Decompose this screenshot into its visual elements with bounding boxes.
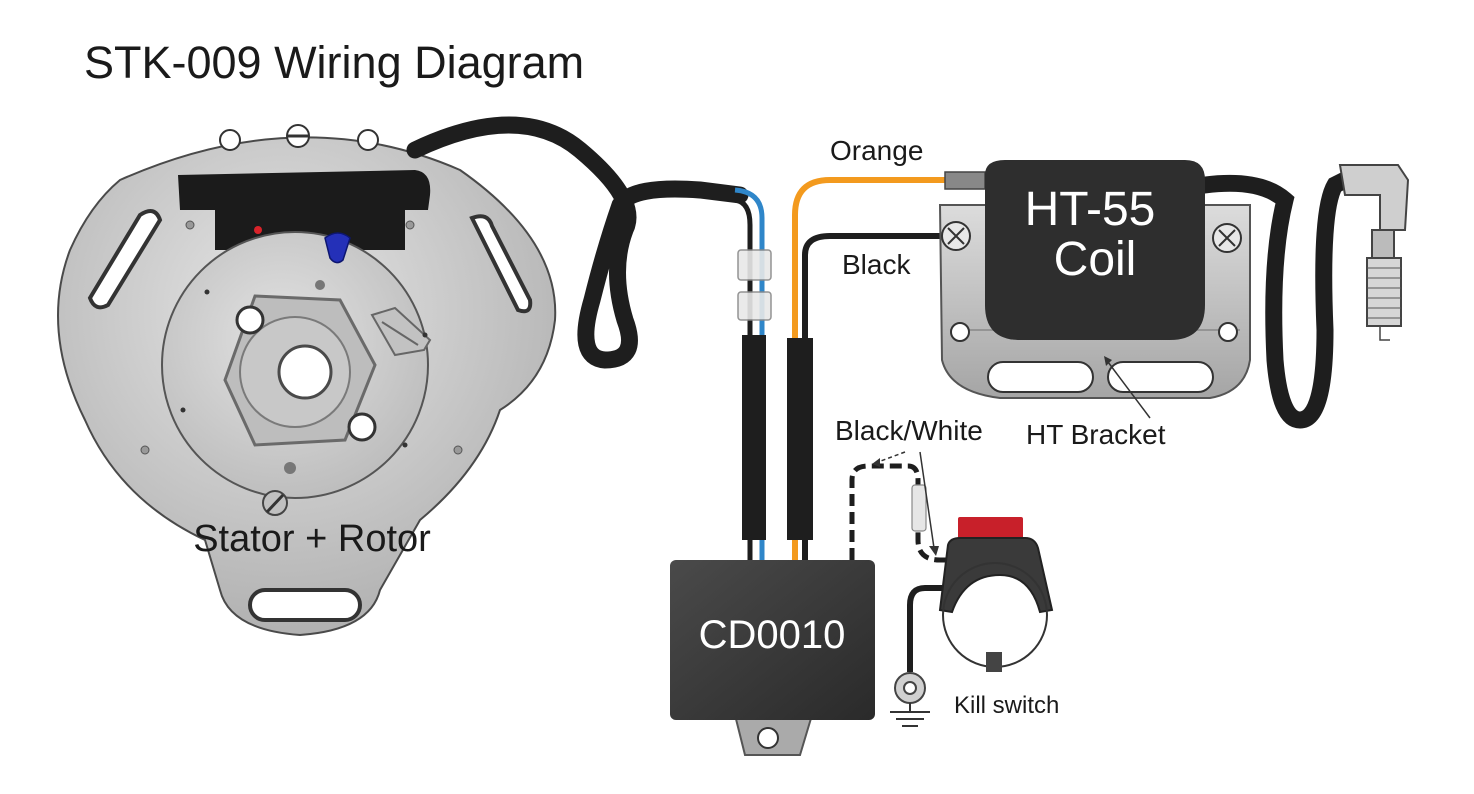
wire-blue: [734, 187, 765, 560]
rotor-center-hole: [277, 344, 333, 400]
ground-symbol: [890, 703, 930, 727]
coil-label-line1: HT-55: [1025, 183, 1156, 236]
stator-rotor-label: Stator + Rotor: [193, 518, 431, 560]
kill-switch: [938, 517, 1054, 672]
spark-plug: [1338, 164, 1410, 341]
wire-orange: [792, 177, 950, 560]
ht-coil: HT-55 Coil: [944, 160, 1205, 340]
wire-orange-label: Orange: [830, 135, 923, 166]
pickup-red-dot: [254, 226, 262, 234]
stator-slot-left: [87, 209, 163, 310]
pickup-blue-marker: [324, 232, 351, 264]
pickup-bracket: [178, 170, 431, 250]
wire-black-white-label: Black/White: [835, 415, 983, 446]
stator-rotor-assembly: Stator + Rotor: [57, 124, 557, 637]
wire-black-white: [849, 463, 950, 563]
connector-bullet: [737, 249, 772, 281]
wire-black-label: Black: [842, 249, 911, 280]
cdi-module: CD0010: [670, 560, 875, 756]
stator-cable: [406, 116, 749, 369]
stator-slot-right: [469, 214, 533, 314]
kill-switch-clamp: [942, 562, 1048, 668]
stator-slot-bottom: [248, 588, 362, 622]
coil-label-line2: Coil: [1054, 233, 1137, 286]
kill-switch-button: [958, 517, 1023, 539]
ht-bracket-label: HT Bracket: [1026, 419, 1166, 450]
cdi-module-label: CD0010: [699, 613, 846, 657]
kill-switch-label: Kill switch: [954, 692, 1059, 719]
wire-ground: [907, 585, 945, 672]
wire-black-coil: [802, 233, 940, 560]
wire-black-stator: [734, 197, 753, 560]
page-title: STK-009 Wiring Diagram: [84, 37, 584, 88]
ht-lead: [1196, 171, 1354, 429]
